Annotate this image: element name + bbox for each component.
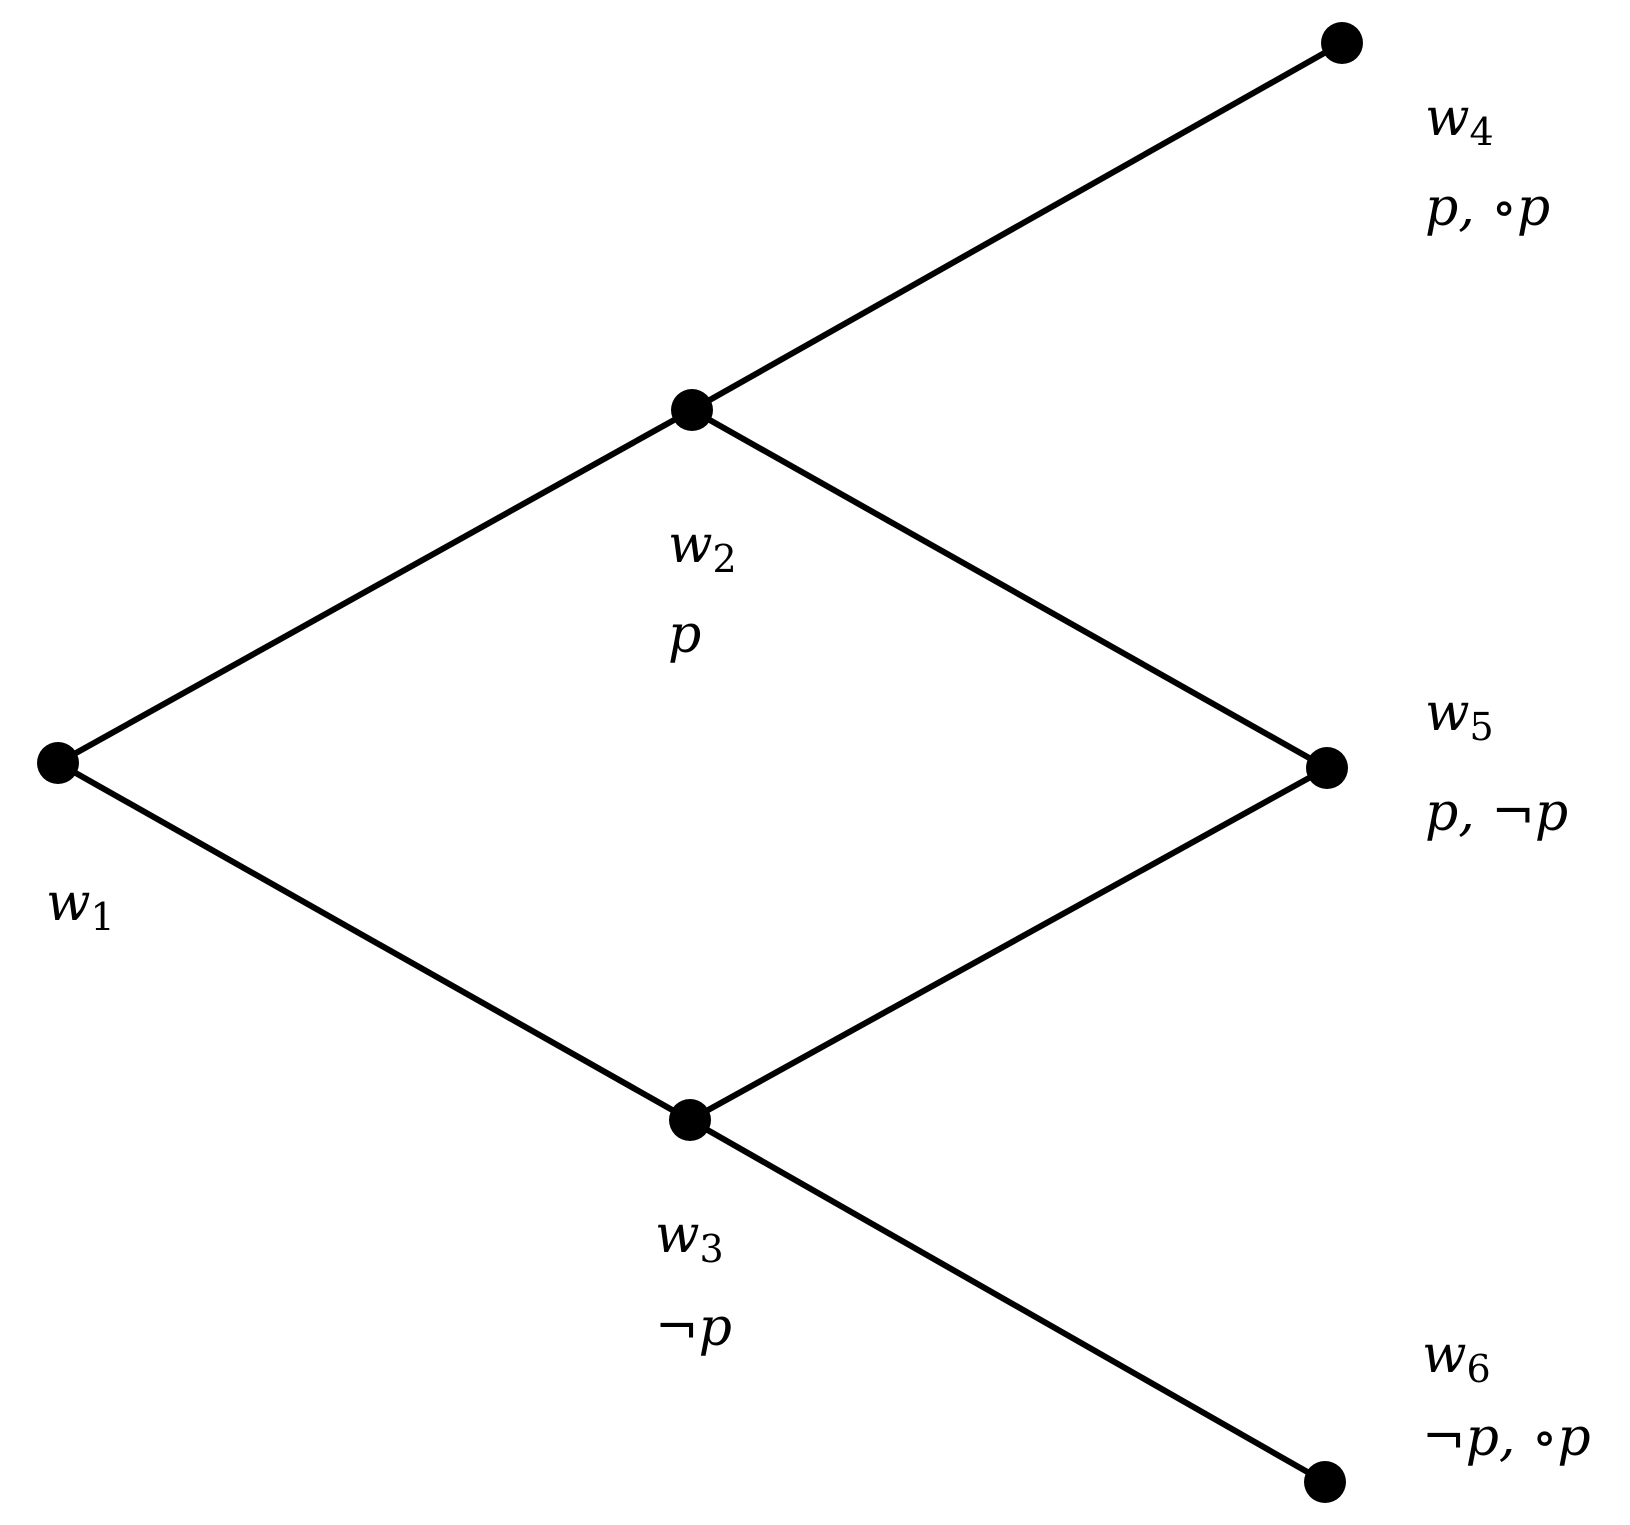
node-w5 — [1306, 747, 1348, 789]
edge-w3-w5 — [687, 765, 1330, 1123]
node-w6 — [1304, 1461, 1346, 1503]
node-w2 — [671, 389, 713, 431]
node-label-w3: w3 — [655, 1205, 724, 1271]
edge-w2-w4 — [689, 40, 1345, 413]
node-w3 — [669, 1099, 711, 1141]
edge-w1-w3 — [55, 760, 693, 1123]
node-label-w1: w1 — [46, 873, 115, 939]
nodes-group — [37, 22, 1363, 1503]
labels-group: w1 w2 p w3 ¬p w4 p, ∘p w5 p, ¬p w6 ¬p, ∘… — [46, 88, 1591, 1468]
node-props-w2: p — [668, 605, 701, 665]
node-props-w4: p, ∘p — [1425, 178, 1550, 238]
node-label-w4: w4 — [1425, 88, 1494, 154]
node-label-w6: w6 — [1422, 1325, 1491, 1391]
node-w1 — [37, 742, 79, 784]
node-props-w6: ¬p, ∘p — [1422, 1408, 1591, 1468]
node-props-w5: p, ¬p — [1425, 783, 1568, 843]
node-props-w3: ¬p — [655, 1298, 732, 1358]
edge-w3-w6 — [687, 1117, 1328, 1485]
edges-group — [55, 40, 1345, 1485]
edge-w1-w2 — [55, 407, 695, 766]
edge-w2-w5 — [689, 407, 1330, 771]
node-w4 — [1321, 22, 1363, 64]
node-label-w5: w5 — [1425, 683, 1494, 749]
node-label-w2: w2 — [668, 515, 737, 581]
